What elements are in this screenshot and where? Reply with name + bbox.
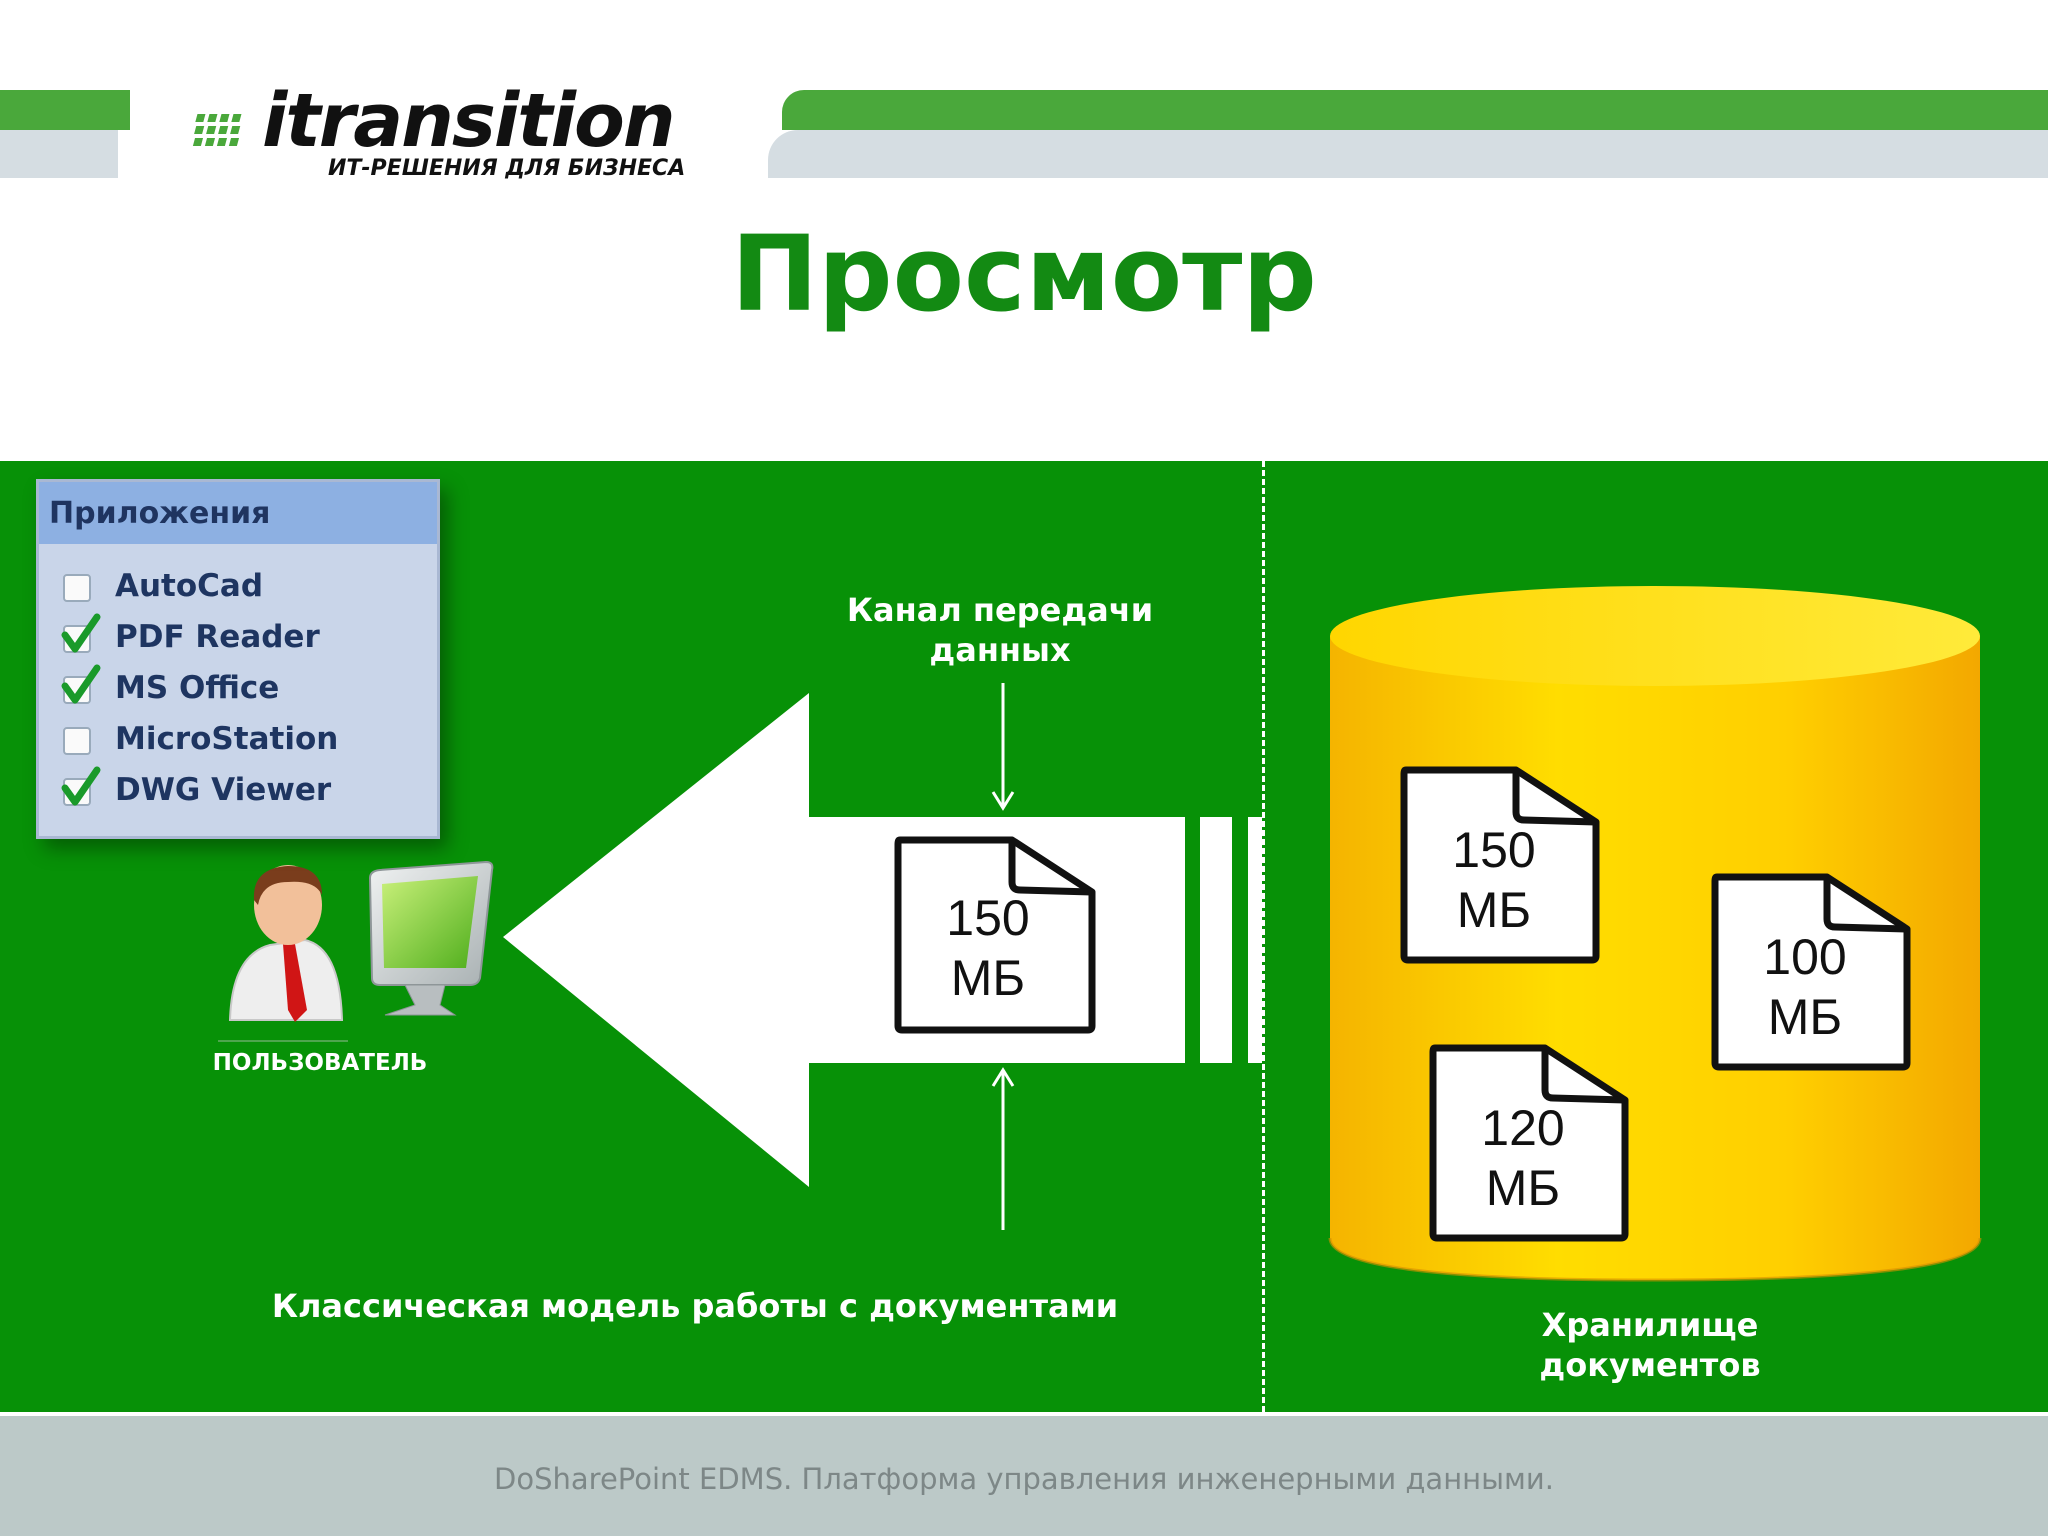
- header-band-green-right: [782, 90, 2048, 130]
- app-item-label: PDF Reader: [115, 619, 320, 655]
- arrow-tail-bar-2: [1248, 817, 1262, 1063]
- channel-pointer-top: [991, 683, 1015, 811]
- checkmark-icon: [61, 664, 101, 704]
- logo-wordmark: itransition: [262, 78, 676, 164]
- app-checkbox[interactable]: [63, 727, 91, 755]
- storage-label: Хранилище документов: [1539, 1306, 1761, 1384]
- page-title: Просмотр: [731, 213, 1317, 335]
- applications-panel-header: Приложения: [39, 482, 437, 544]
- channel-label: Канал передачи данных: [846, 591, 1154, 669]
- checkmark-icon: [61, 766, 101, 806]
- app-item-ms-office[interactable]: MS Office: [61, 664, 433, 714]
- storage-document-label-1: 150 МБ: [1434, 820, 1554, 940]
- footer-text: DoSharePoint EDMS. Платформа управления …: [494, 1462, 1554, 1496]
- section-divider: [1262, 461, 1265, 1412]
- storage-document-label-3: 120 МБ: [1463, 1098, 1583, 1218]
- storage-document-unit-1: МБ: [1456, 882, 1532, 938]
- storage-document-label-2: 100 МБ: [1745, 927, 1865, 1047]
- checkmark-icon: [61, 613, 101, 653]
- channel-document-unit: МБ: [950, 950, 1026, 1006]
- header-band-gray-right: [768, 130, 2048, 178]
- footer-bar: [0, 1416, 2048, 1536]
- app-item-label: DWG Viewer: [115, 772, 332, 808]
- header-band-green-left: [0, 90, 130, 130]
- storage-document-size-2: 100: [1763, 929, 1847, 985]
- app-item-label: MS Office: [115, 670, 280, 706]
- header-band-gray-left: [0, 130, 118, 178]
- app-item-label: AutoCad: [115, 568, 264, 604]
- applications-panel-title: Приложения: [49, 496, 271, 531]
- arrow-tail-bar-1: [1200, 817, 1232, 1063]
- storage-document-icon-1: [1400, 766, 1600, 964]
- storage-document-icon-2: [1711, 873, 1911, 1071]
- app-item-pdf-reader[interactable]: PDF Reader: [61, 613, 433, 663]
- storage-document-unit-3: МБ: [1485, 1160, 1561, 1216]
- transfer-arrow: [503, 693, 1185, 1187]
- app-item-dwg-viewer[interactable]: DWG Viewer: [61, 766, 433, 816]
- storage-document-icon-3: [1429, 1044, 1629, 1242]
- logo-tagline: ИТ-РЕШЕНИЯ ДЛЯ БИЗНЕСА: [328, 156, 686, 181]
- classic-model-label: Классическая модель работы с документами: [271, 1287, 1119, 1325]
- storage-document-size-1: 150: [1452, 822, 1536, 878]
- storage-document-size-3: 120: [1481, 1100, 1565, 1156]
- app-item-autocad[interactable]: AutoCad: [63, 566, 433, 612]
- user-person-icon: [228, 865, 344, 1022]
- applications-panel: Приложения AutoCad PDF Reader MS Office …: [36, 479, 440, 839]
- app-item-microstation[interactable]: MicroStation: [63, 719, 433, 765]
- computer-monitor-icon: [368, 860, 494, 1016]
- logo-bars-icon: [192, 114, 242, 146]
- channel-pointer-bottom: [991, 1067, 1015, 1230]
- user-label: ПОЛЬЗОВАТЕЛЬ: [212, 1050, 428, 1076]
- storage-document-unit-2: МБ: [1767, 989, 1843, 1045]
- user-underline: [218, 1040, 348, 1042]
- channel-document-label: 150 МБ: [928, 888, 1048, 1008]
- channel-document-size: 150: [946, 890, 1030, 946]
- app-item-label: MicroStation: [115, 721, 339, 757]
- app-checkbox[interactable]: [63, 574, 91, 602]
